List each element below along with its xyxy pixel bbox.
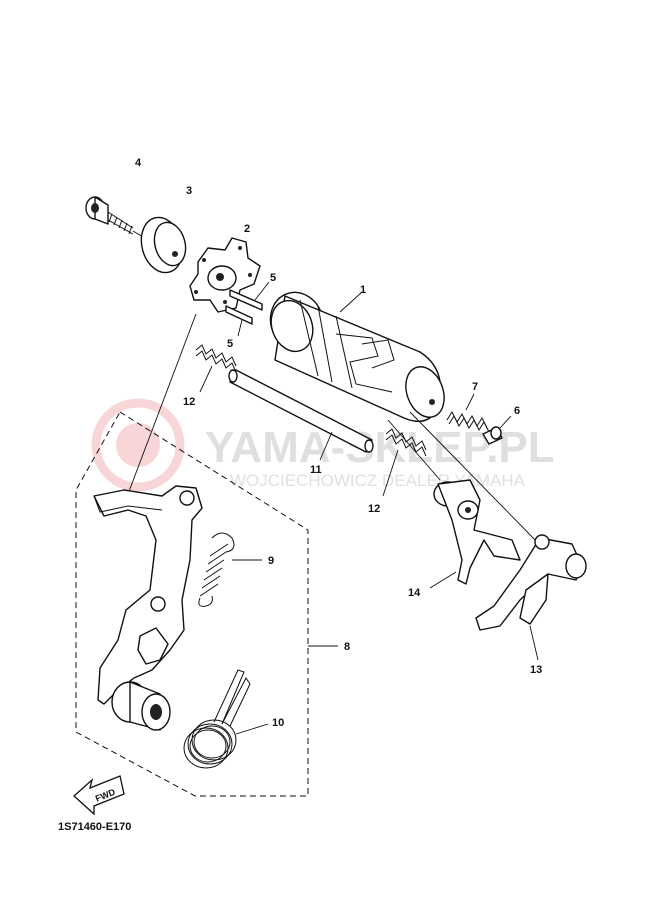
callout-1: 1 [360, 284, 366, 296]
part-14-shift-fork [429, 479, 521, 589]
part-8-shift-lever-assembly [75, 411, 338, 797]
callout-labels: 1 2 3 4 5 5 6 7 8 9 10 11 12 12 13 14 [135, 157, 542, 729]
callout-13: 13 [530, 664, 542, 676]
callout-4: 4 [135, 157, 142, 169]
part-4-bolt [85, 196, 179, 259]
part-1-shift-drum [269, 291, 445, 422]
callout-6: 6 [514, 405, 520, 417]
part-12-spring-middle [382, 428, 427, 497]
part-7-spring [446, 393, 490, 433]
callout-7: 7 [472, 381, 478, 393]
watermark-brand: YAMA-SKLEP.PL [205, 423, 555, 472]
callout-3: 3 [186, 185, 192, 197]
callout-5-upper: 5 [270, 272, 276, 284]
part-10-torsion-spring [183, 669, 269, 769]
fwd-arrow-icon: FWD [73, 775, 125, 816]
part-6-pin [482, 415, 512, 445]
watermark-logo-icon [91, 398, 185, 492]
part-2-segment [189, 237, 261, 313]
callout-8: 8 [344, 641, 350, 653]
diagram-code: 1S71460-E170 [58, 821, 132, 833]
callout-9: 9 [268, 555, 274, 567]
callout-11: 11 [310, 464, 322, 476]
callout-2: 2 [244, 223, 250, 235]
part-13-shift-fork [475, 534, 587, 661]
part-3-washer [140, 216, 187, 274]
callout-10: 10 [272, 717, 284, 729]
callout-12-upper: 12 [183, 396, 195, 408]
callout-5-lower: 5 [227, 338, 233, 350]
part-9-spring [198, 532, 262, 607]
part-5-pins [225, 281, 270, 337]
part-12-spring-upper [195, 344, 237, 393]
assembly-lines [127, 313, 541, 546]
callout-12-middle: 12 [368, 503, 380, 515]
callout-14: 14 [408, 587, 421, 599]
watermark-tagline: WOJCIECHOWICZ DEALER YAMAHA [230, 471, 526, 490]
part-11-guide-bar [228, 369, 374, 461]
